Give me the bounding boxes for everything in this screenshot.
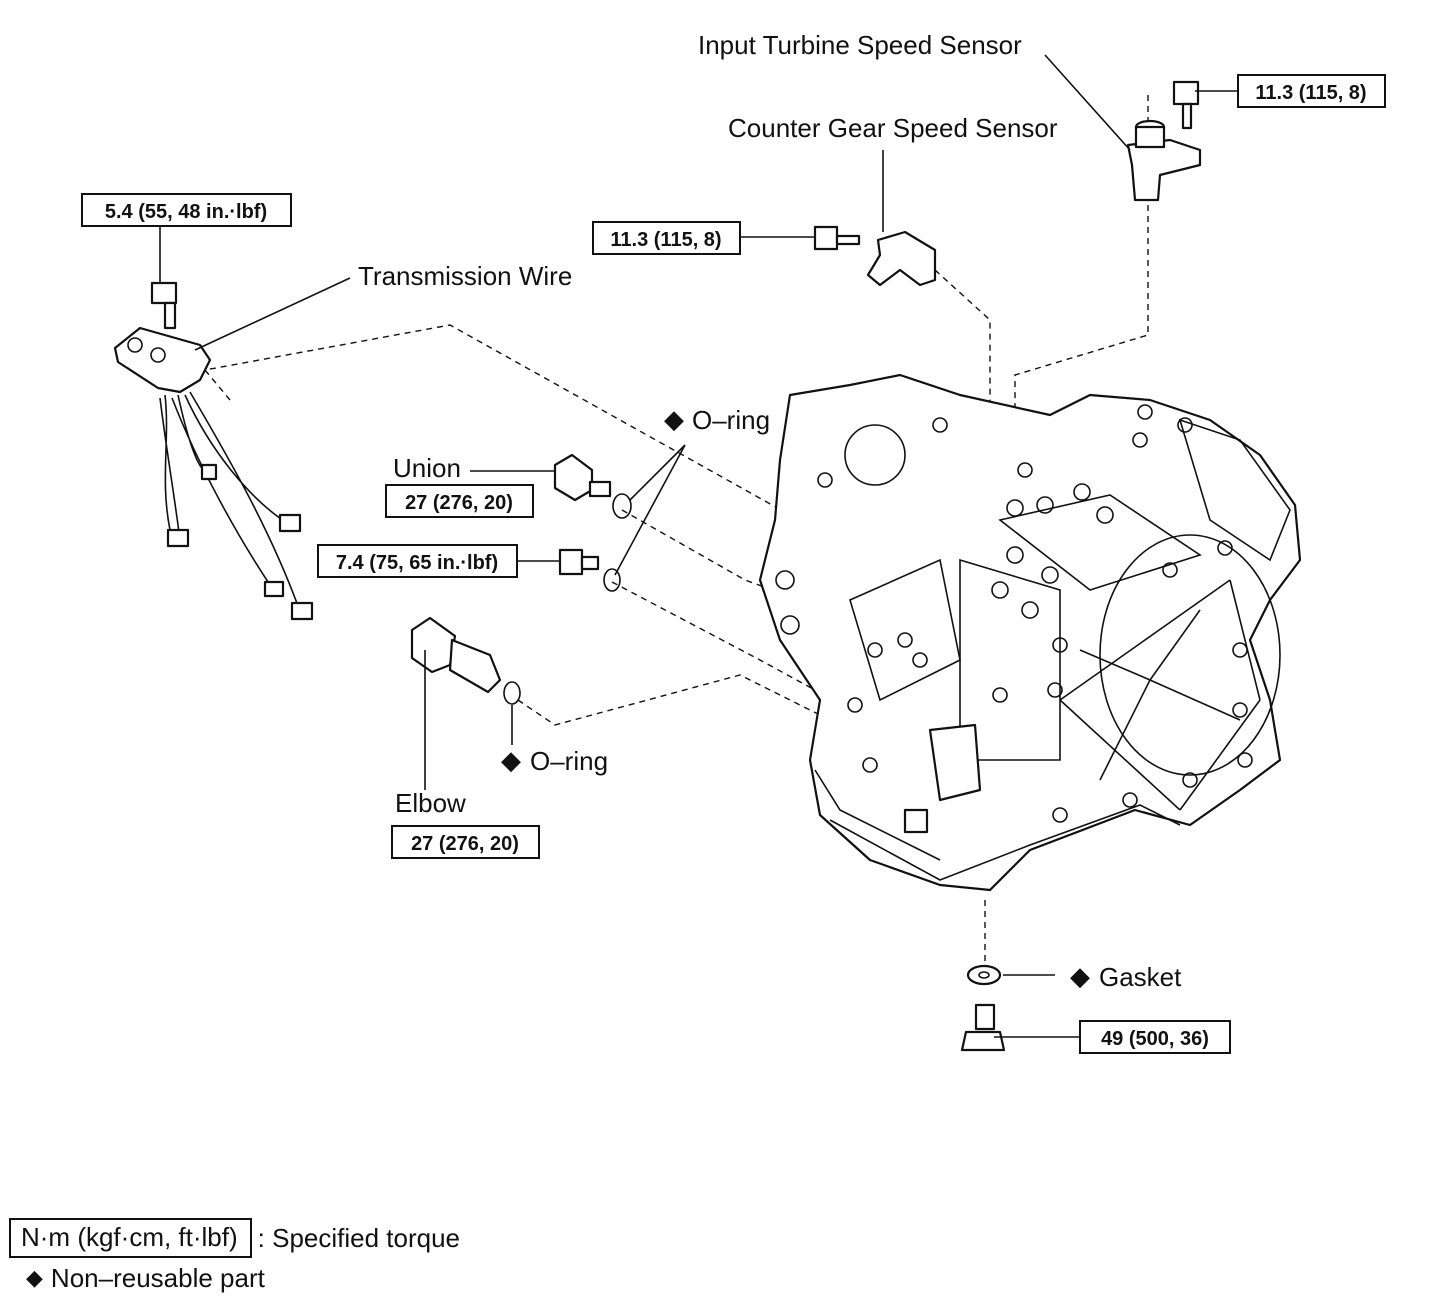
transmission-wire — [113, 326, 314, 621]
label-input-turbine-speed-sensor: Input Turbine Speed Sensor — [698, 30, 1022, 60]
torque-box-drain-plug: 49 (500, 36) — [1079, 1020, 1231, 1054]
legend-torque-row: N·m (kgf·cm, ft·lbf) : Specified torque — [0, 1218, 560, 1258]
torque-counter-gear-text: 11.3 (115, 8) — [610, 229, 721, 251]
torque-drain-plug-text: 49 (500, 36) — [1101, 1028, 1209, 1050]
diamond-gasket: ◆ — [1070, 961, 1090, 991]
drain-plug — [960, 1003, 1006, 1052]
gasket-washer — [966, 964, 1002, 986]
elbow-fitting — [410, 616, 502, 694]
legend-torque-unit: N·m (kgf·cm, ft·lbf) — [9, 1218, 252, 1258]
diamond-o-ring-lower: ◆ — [501, 745, 521, 775]
torque-elbow-text: 27 (276, 20) — [411, 833, 519, 855]
input-turbine-bolt — [1172, 80, 1200, 130]
gasket-hole — [978, 971, 990, 979]
torque-box-plug: 7.4 (75, 65 in.·lbf) — [317, 544, 518, 578]
label-o-ring-upper: O–ring — [692, 405, 770, 435]
torque-box-union: 27 (276, 20) — [385, 484, 534, 518]
label-elbow: Elbow — [395, 788, 466, 818]
diamond-icon: ◆ — [26, 1265, 43, 1290]
transmission-housing — [758, 373, 1302, 892]
legend-torque-desc: : Specified torque — [257, 1222, 461, 1253]
label-o-ring-lower: O–ring — [530, 746, 608, 776]
input-turbine-speed-sensor — [1126, 119, 1202, 202]
legend: N·m (kgf·cm, ft·lbf) : Specified torque … — [0, 1218, 560, 1298]
diamond-o-ring-upper: ◆ — [664, 404, 684, 434]
torque-input-turbine-text: 11.3 (115, 8) — [1255, 82, 1366, 104]
union-fitting — [553, 453, 612, 502]
torque-box-input-turbine: 11.3 (115, 8) — [1237, 74, 1386, 108]
o-ring-upper-1 — [612, 493, 632, 519]
torque-plug-text: 7.4 (75, 65 in.·lbf) — [336, 552, 498, 574]
counter-gear-bolt — [813, 225, 861, 251]
torque-box-elbow: 27 (276, 20) — [391, 825, 540, 859]
torque-box-transmission-wire: 5.4 (55, 48 in.·lbf) — [81, 193, 292, 227]
leader-lines — [159, 54, 1238, 1038]
torque-box-counter-gear: 11.3 (115, 8) — [592, 221, 741, 255]
label-gasket: Gasket — [1099, 962, 1182, 992]
transmission-wire-bolt — [150, 281, 178, 330]
label-counter-gear-speed-sensor: Counter Gear Speed Sensor — [728, 113, 1058, 143]
torque-union-text: 27 (276, 20) — [405, 492, 513, 514]
label-union: Union — [393, 453, 461, 483]
counter-gear-speed-sensor — [866, 230, 937, 287]
legend-non-reusable: Non–reusable part — [50, 1262, 265, 1293]
o-ring-upper-2 — [603, 568, 621, 592]
label-transmission-wire: Transmission Wire — [358, 261, 572, 291]
torque-transmission-wire-text: 5.4 (55, 48 in.·lbf) — [105, 201, 267, 223]
o-ring-lower — [503, 681, 521, 705]
plug-bolt — [558, 548, 600, 576]
legend-non-reusable-row: ◆ Non–reusable part — [0, 1258, 560, 1298]
